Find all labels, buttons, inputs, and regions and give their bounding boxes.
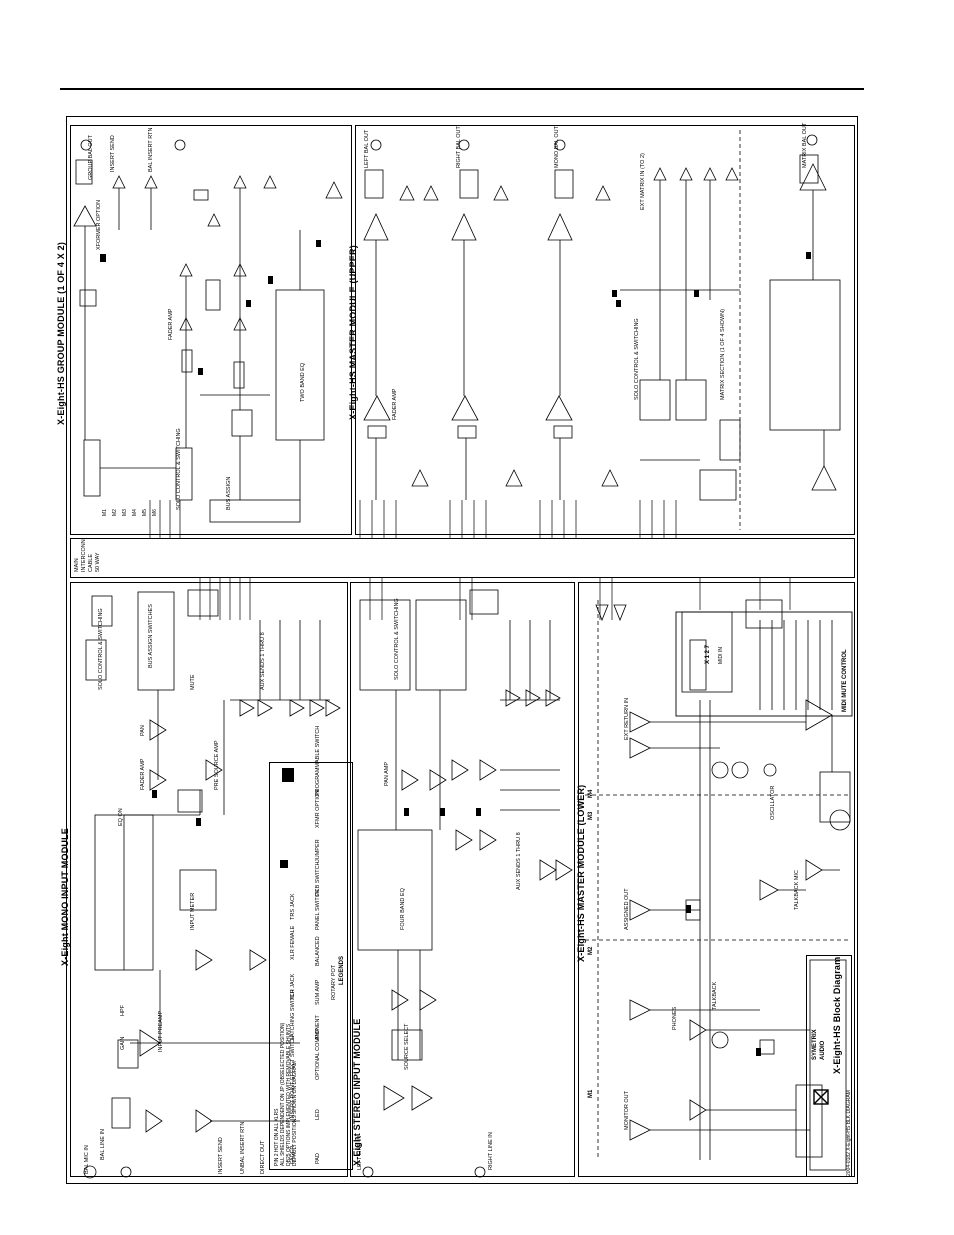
group-module-panel — [70, 125, 352, 535]
mono-input-panel — [70, 582, 348, 1177]
interconnect-cable — [70, 538, 855, 578]
title-block — [806, 955, 852, 1177]
master-upper-panel — [355, 125, 855, 535]
legends-box — [269, 762, 353, 1170]
outer-frame — [66, 116, 858, 1184]
stereo-input-panel — [350, 582, 575, 1177]
master-lower-panel — [578, 582, 855, 1177]
header-rule — [60, 88, 864, 90]
